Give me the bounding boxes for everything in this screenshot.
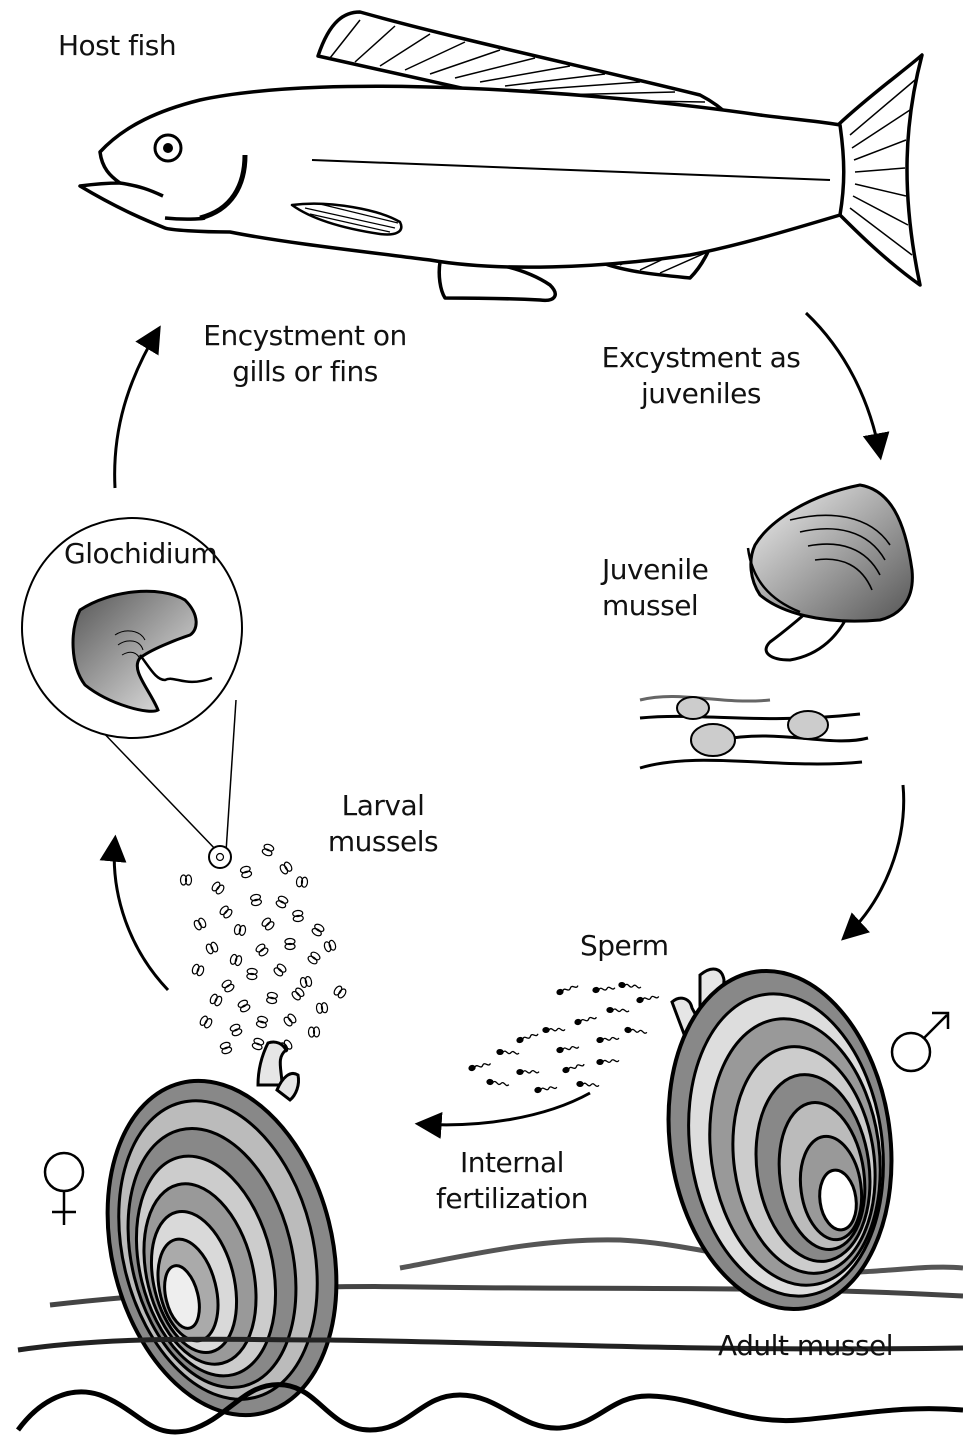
- juvenile-mussel: [748, 485, 912, 660]
- larva: [229, 1023, 243, 1037]
- arrow-encystment: [115, 330, 158, 488]
- male-symbol: [892, 1013, 948, 1071]
- label-juvenile-line1: Juvenile: [602, 552, 708, 588]
- juvenile-substrate: [640, 696, 868, 768]
- sperm-cell: [593, 985, 615, 992]
- arrow-excystment: [806, 313, 880, 455]
- larva: [219, 905, 234, 920]
- larva: [181, 875, 192, 885]
- host-fish: [80, 12, 922, 300]
- sperm-cell: [562, 1062, 584, 1073]
- larva: [250, 894, 262, 907]
- arrow-to-adult: [845, 785, 904, 937]
- female-symbol: [45, 1153, 83, 1225]
- sperm-cell: [619, 982, 641, 989]
- label-juvenile-mussel: Juvenile mussel: [602, 552, 708, 624]
- larva: [261, 843, 274, 857]
- female-mussel: [74, 1042, 370, 1440]
- sperm-cell: [625, 1027, 647, 1034]
- larva: [240, 865, 253, 878]
- sperm-cell: [597, 1058, 619, 1065]
- sperm-cell: [556, 983, 578, 995]
- sperm-cell: [516, 1032, 538, 1044]
- larva: [205, 941, 219, 954]
- label-encystment: Encystment on gills or fins: [200, 318, 410, 390]
- label-sperm: Sperm: [580, 928, 669, 964]
- larva: [221, 979, 235, 994]
- larva: [283, 1013, 298, 1028]
- sperm-cell: [497, 1049, 519, 1055]
- larva: [285, 938, 295, 949]
- label-juvenile-line2: mussel: [602, 588, 708, 624]
- arrow-larval-release: [114, 840, 168, 990]
- label-fertilization-line1: Internal: [422, 1145, 602, 1181]
- label-larval-mussels: Larval mussels: [318, 788, 448, 860]
- label-internal-fertilization: Internal fertilization: [422, 1145, 602, 1217]
- larva: [307, 951, 322, 966]
- larva: [191, 963, 205, 976]
- larva: [261, 917, 276, 932]
- label-adult-mussel: Adult mussel: [718, 1328, 893, 1364]
- larva: [256, 1015, 268, 1028]
- sperm-cell: [543, 1027, 565, 1033]
- larva: [279, 861, 294, 875]
- larva: [296, 877, 308, 888]
- larva: [234, 924, 247, 936]
- label-excystment: Excystment as juveniles: [596, 340, 806, 412]
- larva: [323, 940, 336, 953]
- larva: [300, 976, 313, 988]
- label-host-fish: Host fish: [58, 28, 176, 64]
- larva: [316, 1002, 328, 1013]
- larva: [209, 993, 223, 1007]
- sperm-cell: [535, 1085, 557, 1093]
- sperm-cell: [597, 1036, 619, 1043]
- label-larval-line1: Larval: [318, 788, 448, 824]
- sperm-cell: [574, 1015, 596, 1025]
- label-larval-line2: mussels: [318, 824, 448, 860]
- larva: [199, 1015, 214, 1029]
- label-fertilization-line2: fertilization: [422, 1181, 602, 1217]
- larva: [237, 999, 251, 1013]
- larva: [229, 954, 242, 967]
- larva: [291, 987, 306, 1002]
- larva: [247, 968, 258, 980]
- larva: [220, 1041, 233, 1055]
- sperm-cell: [637, 994, 660, 1003]
- larva: [266, 992, 278, 1004]
- sperm-cloud: [469, 982, 660, 1093]
- larva: [275, 895, 289, 909]
- sperm-cell: [469, 1061, 492, 1071]
- label-excystment-line2: juveniles: [596, 376, 806, 412]
- sperm-cell: [487, 1079, 509, 1087]
- larva: [308, 1027, 319, 1037]
- larva: [311, 923, 325, 938]
- larva: [251, 1037, 264, 1051]
- sperm-cell: [577, 1081, 599, 1087]
- larva: [273, 963, 288, 978]
- male-mussel: [647, 956, 912, 1323]
- label-glochidium: Glochidium: [64, 536, 217, 572]
- larva: [211, 881, 226, 896]
- larva: [292, 910, 303, 922]
- larva: [255, 943, 270, 958]
- larva: [333, 985, 348, 1000]
- larval-mussels-cloud: [181, 843, 348, 1055]
- label-excystment-line1: Excystment as: [596, 340, 806, 376]
- sperm-cell: [517, 1069, 539, 1074]
- sperm-cell: [607, 1007, 629, 1013]
- arrow-fertilization: [420, 1093, 590, 1125]
- larva: [193, 917, 207, 931]
- label-encystment-line2: gills or fins: [200, 354, 410, 390]
- sperm-cell: [557, 1044, 579, 1053]
- label-encystment-line1: Encystment on: [200, 318, 410, 354]
